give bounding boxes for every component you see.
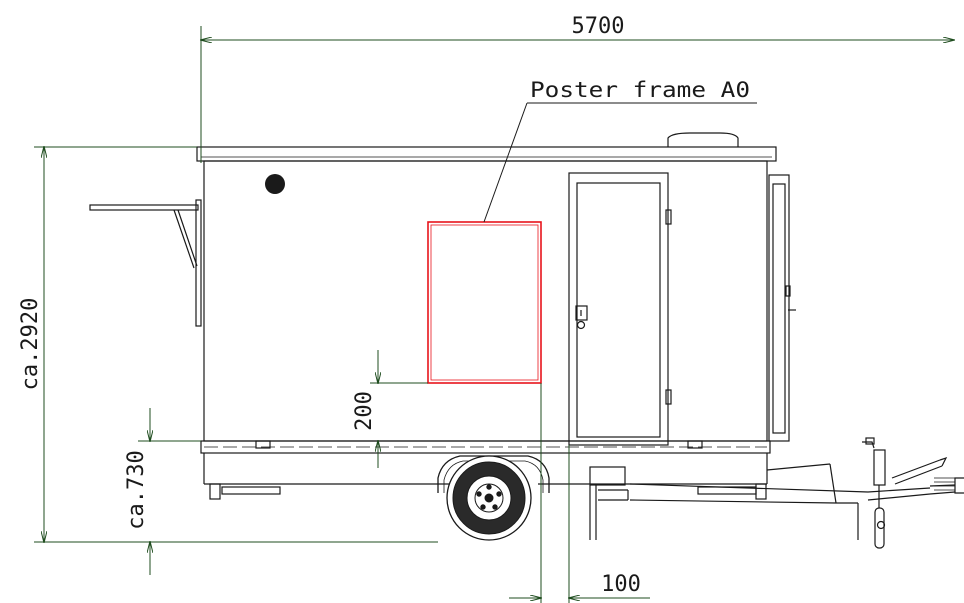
vent-dot-icon bbox=[265, 174, 285, 194]
roof-panel bbox=[196, 146, 777, 162]
frame-horizontal-offset-label: 100 bbox=[601, 572, 641, 597]
rear-window bbox=[768, 174, 796, 442]
poster-frame-leader bbox=[483, 102, 757, 223]
floor-frame bbox=[200, 440, 771, 454]
frame-vertical-offset-label: 200 bbox=[352, 391, 377, 431]
poster-frame-a0 bbox=[427, 221, 542, 384]
drawbar bbox=[589, 437, 964, 549]
wheel-icon bbox=[437, 455, 550, 541]
floor-height-label: ca.730 bbox=[124, 450, 149, 529]
total-height-label: ca.2920 bbox=[18, 298, 43, 391]
side-wall bbox=[203, 160, 768, 442]
door-lock-icon bbox=[575, 305, 588, 330]
dimension-lines bbox=[34, 26, 954, 603]
roof-hatch bbox=[667, 132, 739, 147]
poster-frame-label: Poster frame A0 bbox=[530, 78, 750, 102]
serving-flap bbox=[89, 199, 202, 327]
entry-door bbox=[568, 172, 672, 446]
overall-length-label: 5700 bbox=[572, 14, 625, 39]
